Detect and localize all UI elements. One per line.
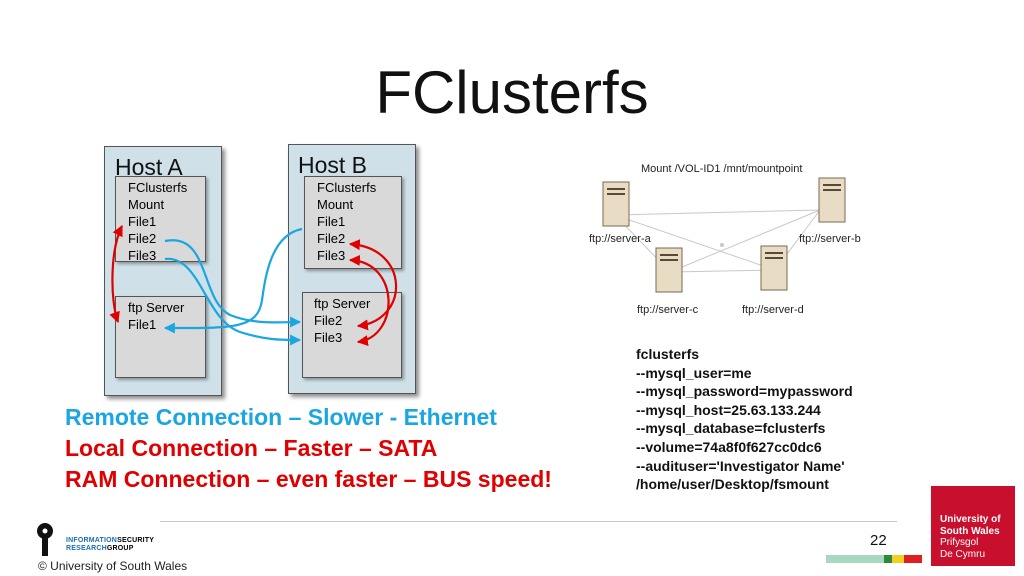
host-b-local-arrow-1	[348, 239, 398, 331]
legend-ram: RAM Connection – even faster – BUS speed…	[65, 466, 552, 492]
server-d-label: ftp://server-d	[742, 304, 804, 316]
page-number: 22	[870, 532, 887, 549]
logo-text-part: INFORMATION	[66, 537, 118, 544]
command-line: --mysql_password=mypassword	[636, 383, 853, 400]
command-block: fclusterfs --mysql_user=me --mysql_passw…	[636, 345, 853, 494]
command-line: --mysql_host=25.63.133.244	[636, 401, 821, 418]
footer-divider	[160, 521, 897, 522]
host-a-fs-line: FClusterfs	[128, 180, 188, 195]
host-a-fs-line: File3	[128, 248, 157, 263]
host-b-label: Host B	[298, 152, 368, 178]
host-b-fs-line: File1	[317, 214, 346, 229]
legend-remote: Remote Connection – Slower - Ethernet	[65, 404, 497, 430]
logo-text-part: GROUP	[106, 545, 134, 552]
server-b-label: ftp://server-b	[799, 233, 861, 245]
host-a-fs-line: Mount	[128, 197, 165, 212]
uni-line: Prifysgol	[940, 537, 979, 548]
server-c-label: ftp://server-c	[637, 304, 699, 316]
command-line: /home/user/Desktop/fsmount	[636, 476, 829, 493]
host-b-fs-line: File3	[317, 248, 346, 263]
uni-line: South Wales	[940, 525, 1000, 537]
keyhole-logo-icon	[37, 523, 53, 556]
command-line: --mysql_database=fclusterfs	[636, 420, 826, 437]
host-b-fs-line: Mount	[317, 197, 354, 212]
command-line: fclusterfs	[636, 346, 700, 362]
remote-arrow-b-file1	[163, 227, 303, 334]
university-logo: University of South Wales Prifysgol De C…	[931, 486, 1015, 566]
host-b-fclusterfs-panel: FClusterfs Mount File1 File2 File3	[304, 176, 402, 269]
host-b-fs-line: File2	[317, 231, 346, 246]
isrg-logo-text: INFORMATIONSECURITY RESEARCHGROUP	[66, 537, 154, 553]
server-a-label: ftp://server-a	[589, 233, 651, 245]
host-a-ftp-line: ftp Server	[128, 300, 185, 315]
color-bars	[826, 555, 922, 563]
command-line: --audituser='Investigator Name'	[636, 457, 845, 474]
host-a-label: Host A	[115, 154, 183, 180]
command-line: --volume=74a8f0f627cc0dc6	[636, 438, 822, 455]
host-a-fs-line: File1	[128, 214, 157, 229]
connection-legend: Remote Connection – Slower - Ethernet Lo…	[65, 402, 552, 495]
host-b-local-arrow-2	[348, 254, 390, 347]
logo-text-part: RESEARCH	[66, 545, 107, 552]
logo-text-part: SECURITY	[117, 537, 155, 544]
uni-line: University of	[940, 514, 1001, 525]
host-b-ftp-line: File2	[314, 313, 343, 328]
host-a-fs-line: File2	[128, 231, 157, 246]
host-b-fs-line: FClusterfs	[317, 180, 377, 195]
uni-line: De Cymru	[940, 548, 986, 560]
host-a-local-arrow	[109, 225, 123, 324]
host-a-ftp-panel: ftp Server File1	[115, 296, 206, 378]
host-b-ftp-line: File3	[314, 330, 343, 345]
command-line: --mysql_user=me	[636, 364, 752, 381]
copyright-text: © University of South Wales	[38, 559, 188, 573]
mount-label: Mount /VOL-ID1 /mnt/mountpoint	[641, 163, 803, 175]
remote-arrow-a-file2	[164, 239, 302, 328]
host-a-ftp-line: File1	[128, 317, 157, 332]
slide-title: FClusterfs	[375, 59, 649, 126]
legend-local: Local Connection – Faster – SATA	[65, 435, 438, 461]
remote-arrow-a-file3	[164, 257, 302, 346]
